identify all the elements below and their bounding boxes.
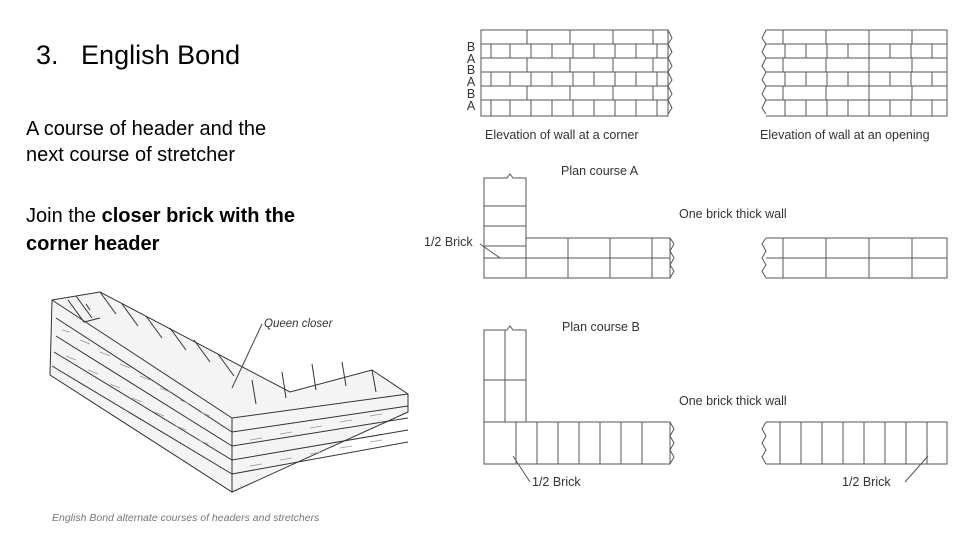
plan-course-b <box>483 325 948 483</box>
plan-course-a <box>479 173 948 279</box>
isometric-corner-drawing <box>49 291 409 493</box>
elevation-opening-wall <box>761 29 948 117</box>
queen-closer-label: Queen closer <box>264 318 333 330</box>
slide-title-text: English Bond <box>81 40 241 70</box>
course-letter: B <box>466 40 476 54</box>
course-letter: B <box>466 86 476 101</box>
plan-b-label: Plan course B <box>562 320 640 334</box>
elevation-corner-label: Elevation of wall at a corner <box>485 128 639 142</box>
description-line-2: next course of stretcher <box>26 144 235 166</box>
one-brick-label-a: One brick thick wall <box>679 207 787 221</box>
half-brick-label-b-left: 1/2 Brick <box>532 475 581 489</box>
one-brick-label-b: One brick thick wall <box>679 394 787 408</box>
course-letter: A <box>466 51 476 66</box>
description-paragraph: A course of header and the next course o… <box>26 116 366 168</box>
closer-line-1: Join the closer brick with the <box>26 202 366 230</box>
slide-title: 3. English Bond <box>36 40 240 71</box>
elevation-corner-wall <box>480 29 673 117</box>
plan-a-label: Plan course A <box>561 164 639 178</box>
slide-title-number: 3. <box>36 40 59 70</box>
course-letter: A <box>466 75 476 90</box>
half-brick-label-b-right: 1/2 Brick <box>842 475 891 489</box>
closer-line-2: corner header <box>26 233 160 255</box>
closer-line-1-plain: Join the <box>26 205 102 227</box>
course-letter: B <box>466 63 476 78</box>
closer-line-1-bold: closer brick with the <box>101 205 295 227</box>
description-line-1: A course of header and the <box>26 118 267 140</box>
course-letter: A <box>466 98 476 113</box>
elevation-opening-label: Elevation of wall at an opening <box>760 128 930 142</box>
half-brick-label-a: 1/2 Brick <box>424 235 473 249</box>
closer-paragraph: Join the closer brick with the corner he… <box>26 202 366 258</box>
course-letters: B A B A B A <box>464 40 478 113</box>
isometric-caption: English Bond alternate courses of header… <box>52 512 320 524</box>
